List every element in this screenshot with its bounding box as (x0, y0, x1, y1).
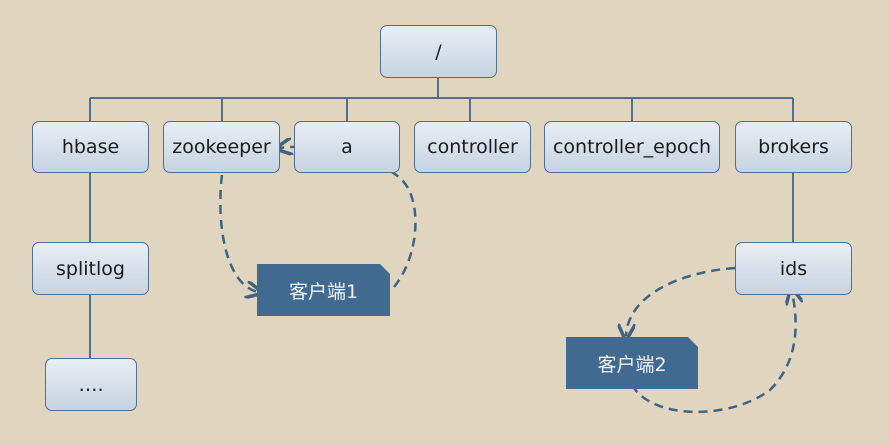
node-brokers[interactable]: brokers (735, 121, 852, 173)
node-ids[interactable]: ids (735, 242, 852, 295)
node-a[interactable]: a (294, 121, 400, 173)
client-1-box[interactable]: 客户端1 (257, 264, 390, 316)
zookeeper-to-client1-arrow (219, 174, 258, 292)
node-zookeeper[interactable]: zookeeper (163, 121, 280, 173)
node-controller[interactable]: controller (414, 121, 531, 173)
ids-to-client2-arrow (626, 266, 736, 336)
tree-connectors (89, 78, 794, 358)
node-controller-epoch[interactable]: controller_epoch (544, 121, 720, 173)
node-root[interactable]: / (380, 25, 497, 78)
client2-to-ids-arrow (630, 292, 796, 414)
node-hbase[interactable]: hbase (32, 121, 149, 173)
node-splitlog[interactable]: splitlog (32, 242, 149, 295)
node-ellipsis[interactable]: …. (45, 358, 137, 411)
client-2-box[interactable]: 客户端2 (566, 337, 698, 389)
